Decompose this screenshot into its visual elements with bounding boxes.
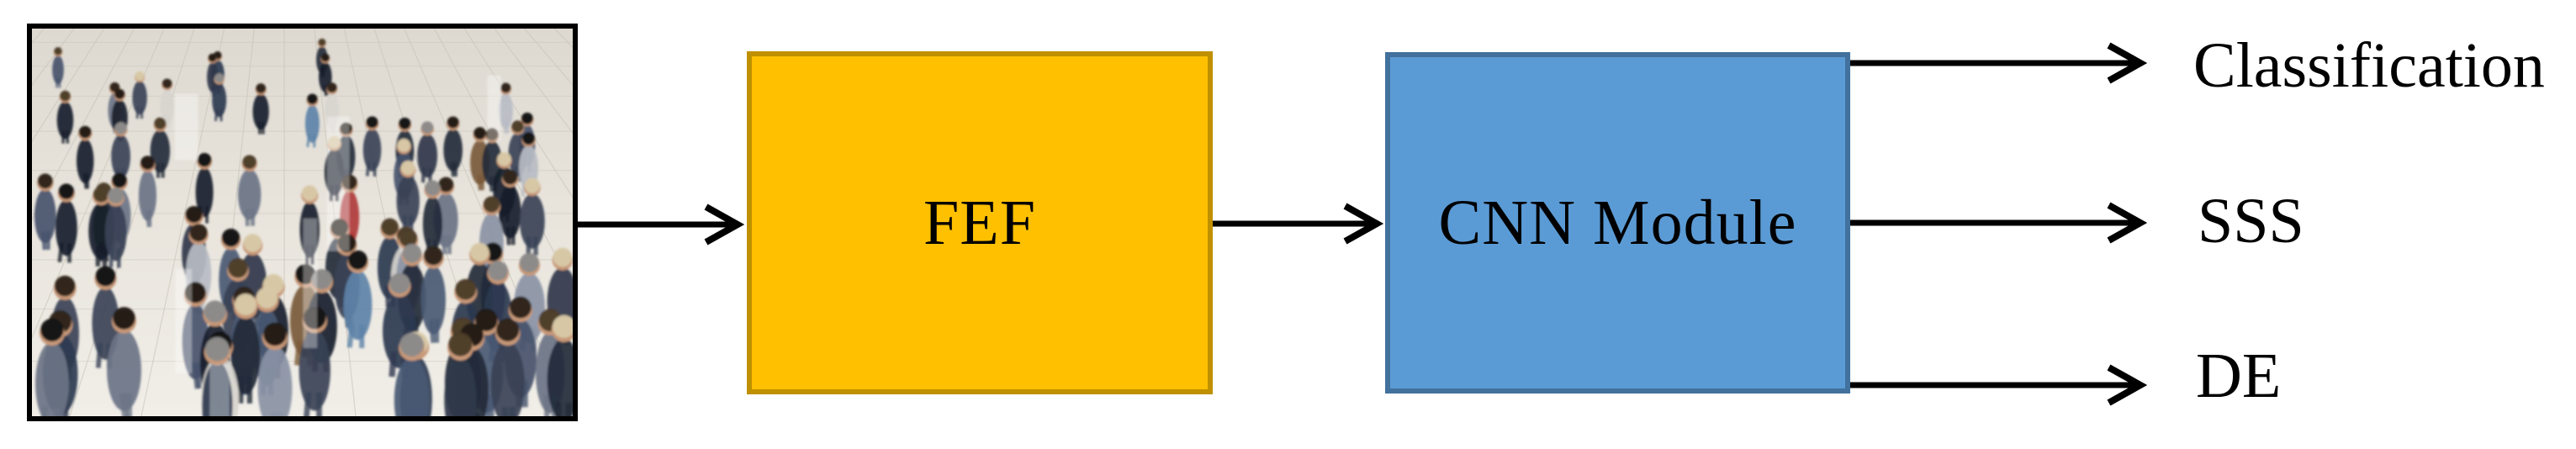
output-label-sss: SSS [2198,185,2304,256]
output-label-classification: Classification [2193,29,2545,101]
fef-node: FEF [747,51,1213,394]
crowd-image [27,24,578,421]
output-label-de: DE [2196,340,2282,411]
fef-node-label: FEF [923,187,1036,258]
cnn-module-node: CNN Module [1385,52,1850,394]
cnn-module-node-label: CNN Module [1438,187,1797,258]
crowd-image-illustration [32,29,573,416]
